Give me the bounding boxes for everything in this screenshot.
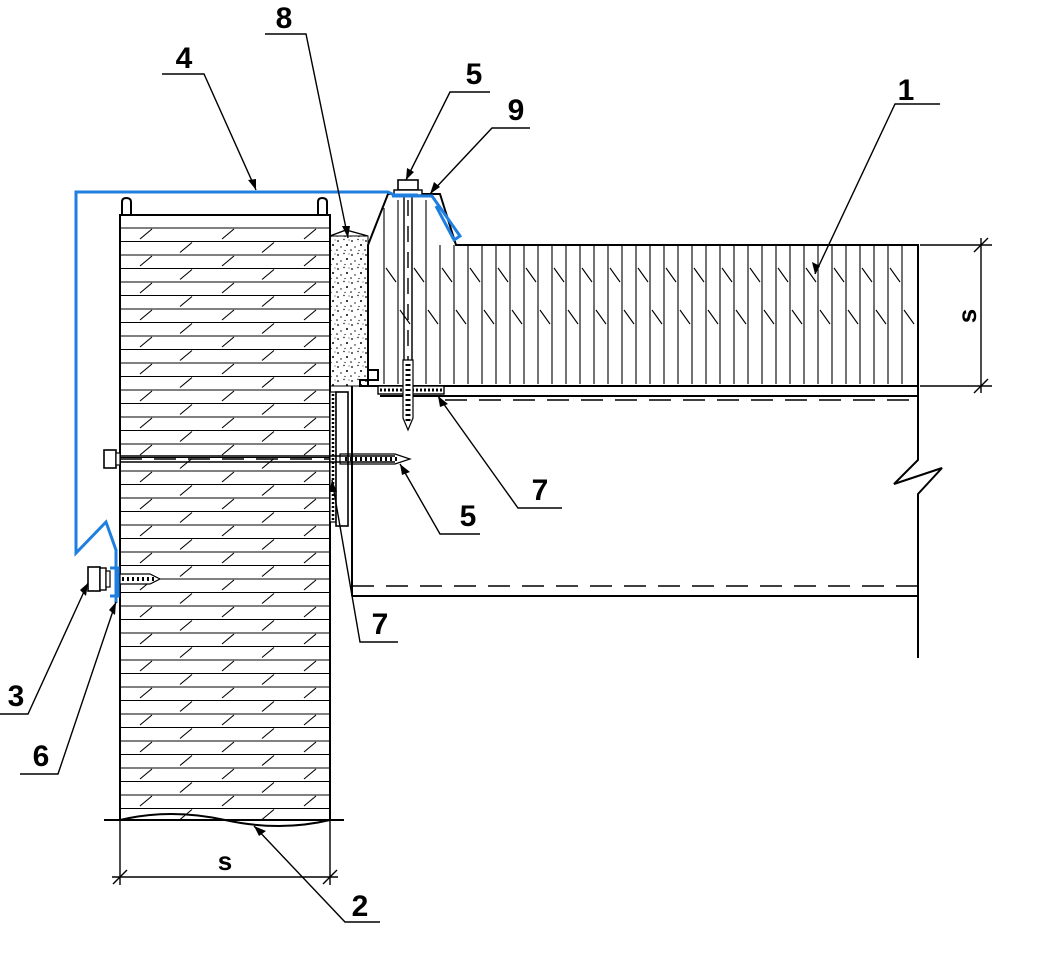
callout-8: 8 xyxy=(276,2,293,35)
callout-7-right: 7 xyxy=(532,474,549,507)
callout-1: 1 xyxy=(898,74,915,107)
roof-panel-hatch xyxy=(385,267,915,325)
callout-5-mid: 5 xyxy=(460,500,477,533)
wall-panel-lock-left xyxy=(121,196,132,215)
callout-2: 2 xyxy=(352,890,369,923)
roof-thickness-dimension: s xyxy=(920,237,992,394)
roof-sandwich-panel xyxy=(359,193,919,387)
wall-break-line xyxy=(104,813,344,827)
beam-break-line xyxy=(893,245,943,658)
roof-panel-layers xyxy=(383,200,903,384)
callout-9: 9 xyxy=(508,94,525,127)
roof-thickness-label: s xyxy=(952,309,982,323)
callout-4: 4 xyxy=(176,42,193,75)
wall-sandwich-panel xyxy=(104,196,344,827)
self-tapping-screw-horizontal xyxy=(103,449,412,469)
fixing-screw-with-washer xyxy=(87,566,162,598)
callout-7-left: 7 xyxy=(372,608,389,641)
callouts: 1 2 3 4 5 5 6 7 7 8 xyxy=(0,2,940,923)
angle-plate xyxy=(335,391,349,527)
wall-panel-lock-right xyxy=(317,196,328,215)
seal-washer-strip xyxy=(392,194,463,243)
callout-5-top: 5 xyxy=(466,58,483,91)
self-tapping-screw-vertical xyxy=(393,179,423,432)
wall-panel-hatch xyxy=(139,228,317,820)
callout-3: 3 xyxy=(8,680,25,713)
wall-panel-layers xyxy=(120,227,330,810)
steel-beam xyxy=(351,245,943,658)
callout-6: 6 xyxy=(33,740,50,773)
wall-thickness-dimension: s xyxy=(112,820,338,885)
foam-sealant xyxy=(329,235,369,387)
wall-thickness-label: s xyxy=(218,846,232,876)
